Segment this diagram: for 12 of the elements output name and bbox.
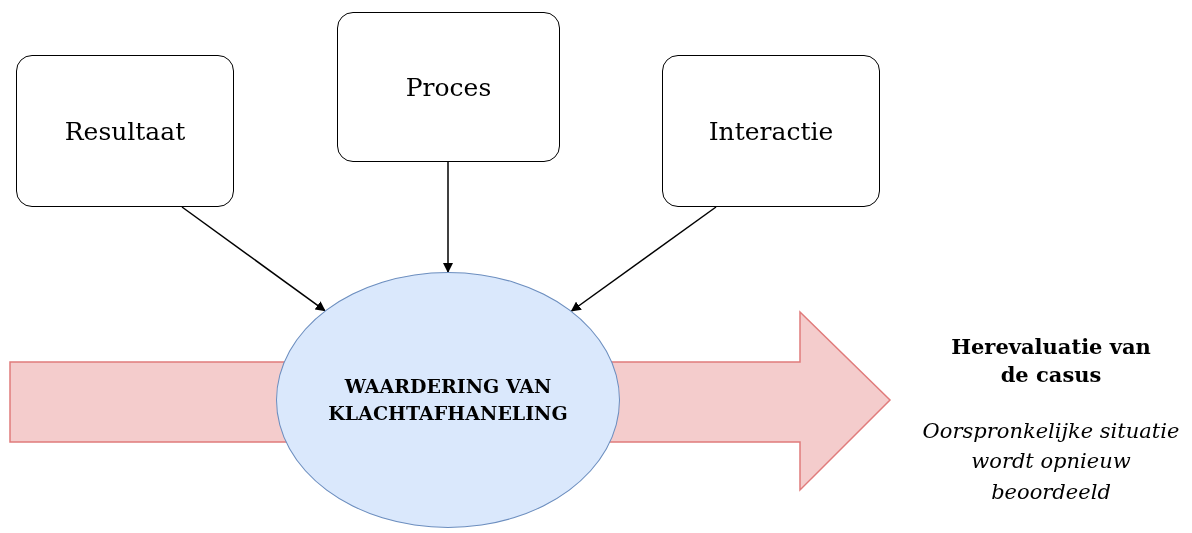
box-label: Resultaat bbox=[64, 116, 186, 146]
box-label: Proces bbox=[405, 72, 492, 102]
outcome-heading: Herevaluatie van de casus bbox=[951, 333, 1151, 390]
arrow bbox=[570, 206, 717, 312]
arrow bbox=[443, 161, 453, 273]
ellipse-label: WAARDERING VAN KLACHTAFHANELING bbox=[327, 374, 569, 426]
arrow bbox=[181, 206, 326, 312]
box-label: Interactie bbox=[708, 116, 834, 146]
outcome-description: Oorspronkelijke situatie wordt opnieuw beoordeeld bbox=[921, 417, 1181, 506]
process-box bbox=[337, 12, 560, 162]
process-box bbox=[662, 55, 880, 207]
process-box bbox=[16, 55, 234, 207]
